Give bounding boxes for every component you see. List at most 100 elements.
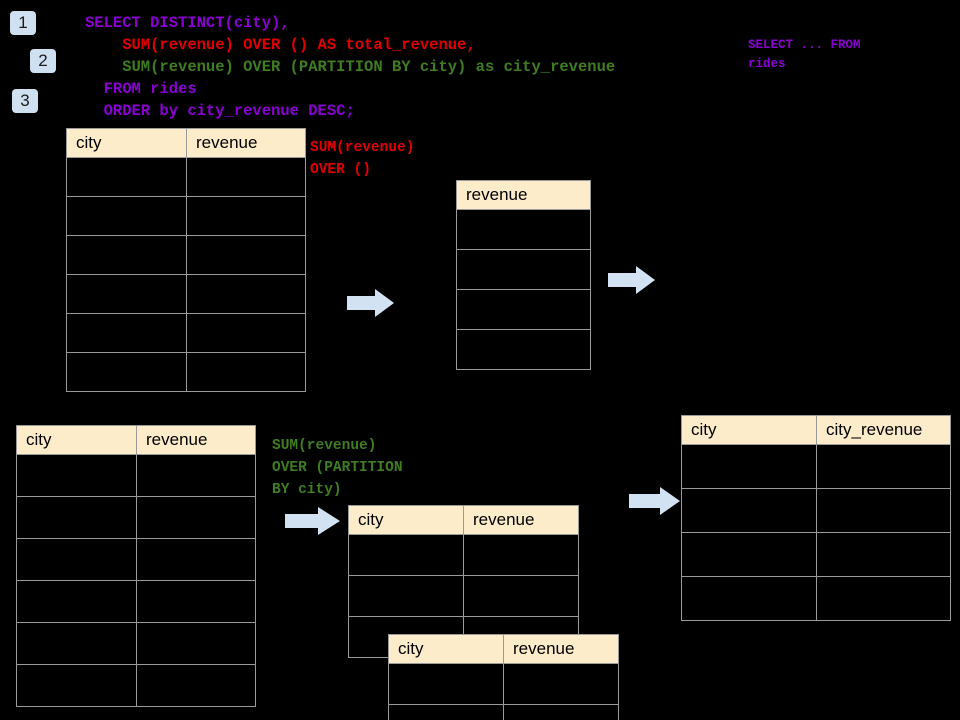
table-row xyxy=(456,249,591,290)
cell-city xyxy=(681,576,817,621)
arrow-source-to-partition-icon xyxy=(285,507,340,535)
table-row xyxy=(16,454,256,497)
column-header-revenue: revenue xyxy=(463,505,579,535)
column-header-revenue: revenue xyxy=(456,180,591,210)
table-row xyxy=(16,622,256,665)
column-header-revenue: revenue xyxy=(186,128,306,158)
cell-revenue xyxy=(186,235,306,275)
table-row xyxy=(66,274,306,314)
annotation-sum-over-empty: SUM(revenue) OVER () xyxy=(310,140,415,178)
cell-city xyxy=(16,580,137,623)
arrow-source-to-total-icon xyxy=(347,289,394,317)
table-header-row: city revenue xyxy=(348,505,579,535)
cell-city xyxy=(348,534,464,576)
annotation-sum-over-partition: SUM(revenue) OVER (PARTITION BY city) xyxy=(272,438,403,498)
column-header-city-revenue: city_revenue xyxy=(816,415,951,445)
sql-line-sum-over-empty: SUM(revenue) OVER () AS total_revenue, xyxy=(85,36,476,54)
column-header-city: city xyxy=(388,634,504,664)
table-row xyxy=(348,534,579,576)
table-row xyxy=(16,538,256,581)
column-header-revenue: revenue xyxy=(136,425,256,455)
cell-revenue xyxy=(463,534,579,576)
sql-line-order-by: ORDER by city_revenue DESC; xyxy=(85,102,355,120)
cell-revenue xyxy=(136,454,256,497)
cell-city xyxy=(66,274,187,314)
cell-city xyxy=(66,313,187,353)
cell-city xyxy=(681,488,817,533)
rides-source-table-top: city revenue xyxy=(66,128,306,392)
cell-city xyxy=(66,157,187,197)
table-header-row: city revenue xyxy=(16,425,256,455)
column-header-revenue: revenue xyxy=(503,634,619,664)
rides-source-table-bottom: city revenue xyxy=(16,425,256,707)
cell-city xyxy=(66,196,187,236)
table-row xyxy=(16,664,256,707)
cell-city-revenue xyxy=(816,532,951,577)
cell-city-revenue xyxy=(816,488,951,533)
cell-revenue xyxy=(136,664,256,707)
table-header-row: city revenue xyxy=(66,128,306,158)
cell-city xyxy=(16,622,137,665)
sql-line-from-rides: FROM rides xyxy=(85,80,197,98)
table-row xyxy=(681,576,951,621)
table-row xyxy=(66,196,306,236)
table-row xyxy=(681,532,951,577)
table-row xyxy=(456,209,591,250)
cell-city xyxy=(16,496,137,539)
cell-revenue xyxy=(503,663,619,705)
column-header-city: city xyxy=(348,505,464,535)
cell-city-revenue xyxy=(816,444,951,489)
cell-revenue xyxy=(456,209,591,250)
cell-city xyxy=(16,454,137,497)
cell-revenue xyxy=(456,289,591,330)
table-row xyxy=(681,444,951,489)
table-row xyxy=(388,704,619,720)
cell-revenue xyxy=(456,329,591,370)
cell-revenue xyxy=(136,622,256,665)
table-row xyxy=(456,289,591,330)
cell-city xyxy=(681,532,817,577)
step-badge-3: 3 xyxy=(12,89,38,113)
cell-revenue xyxy=(186,196,306,236)
cell-revenue xyxy=(186,157,306,197)
sql-line-sum-over-partition: SUM(revenue) OVER (PARTITION BY city) as… xyxy=(85,58,616,76)
cell-revenue xyxy=(463,575,579,617)
table-row xyxy=(16,580,256,623)
cell-revenue xyxy=(136,496,256,539)
cell-city-revenue xyxy=(816,576,951,621)
table-header-row: city revenue xyxy=(388,634,619,664)
cell-revenue xyxy=(186,352,306,392)
column-header-city: city xyxy=(681,415,817,445)
table-row xyxy=(66,352,306,392)
cell-city xyxy=(681,444,817,489)
table-row xyxy=(66,235,306,275)
table-row xyxy=(66,157,306,197)
table-row xyxy=(348,575,579,617)
cell-city xyxy=(16,664,137,707)
partition-table-front: city revenue xyxy=(388,634,619,720)
arrow-total-to-result-icon xyxy=(608,266,655,294)
table-header-row: revenue xyxy=(456,180,591,210)
arrow-partition-to-result-icon xyxy=(629,487,680,515)
cell-revenue xyxy=(456,249,591,290)
cell-revenue xyxy=(503,704,619,720)
cell-city xyxy=(66,352,187,392)
table-header-row: city city_revenue xyxy=(681,415,951,445)
step-badge-2: 2 xyxy=(30,49,56,73)
column-header-city: city xyxy=(66,128,187,158)
cell-city xyxy=(66,235,187,275)
cell-city xyxy=(388,663,504,705)
cell-revenue xyxy=(186,274,306,314)
total-revenue-table: revenue xyxy=(456,180,591,370)
cell-revenue xyxy=(136,538,256,581)
table-row xyxy=(16,496,256,539)
table-row xyxy=(456,329,591,370)
result-table: city city_revenue xyxy=(681,415,951,621)
column-header-city: city xyxy=(16,425,137,455)
cell-revenue xyxy=(136,580,256,623)
sql-line-select-distinct: SELECT DISTINCT(city), xyxy=(85,14,290,32)
cell-city xyxy=(16,538,137,581)
cell-city xyxy=(348,575,464,617)
step-badge-1: 1 xyxy=(10,11,36,35)
